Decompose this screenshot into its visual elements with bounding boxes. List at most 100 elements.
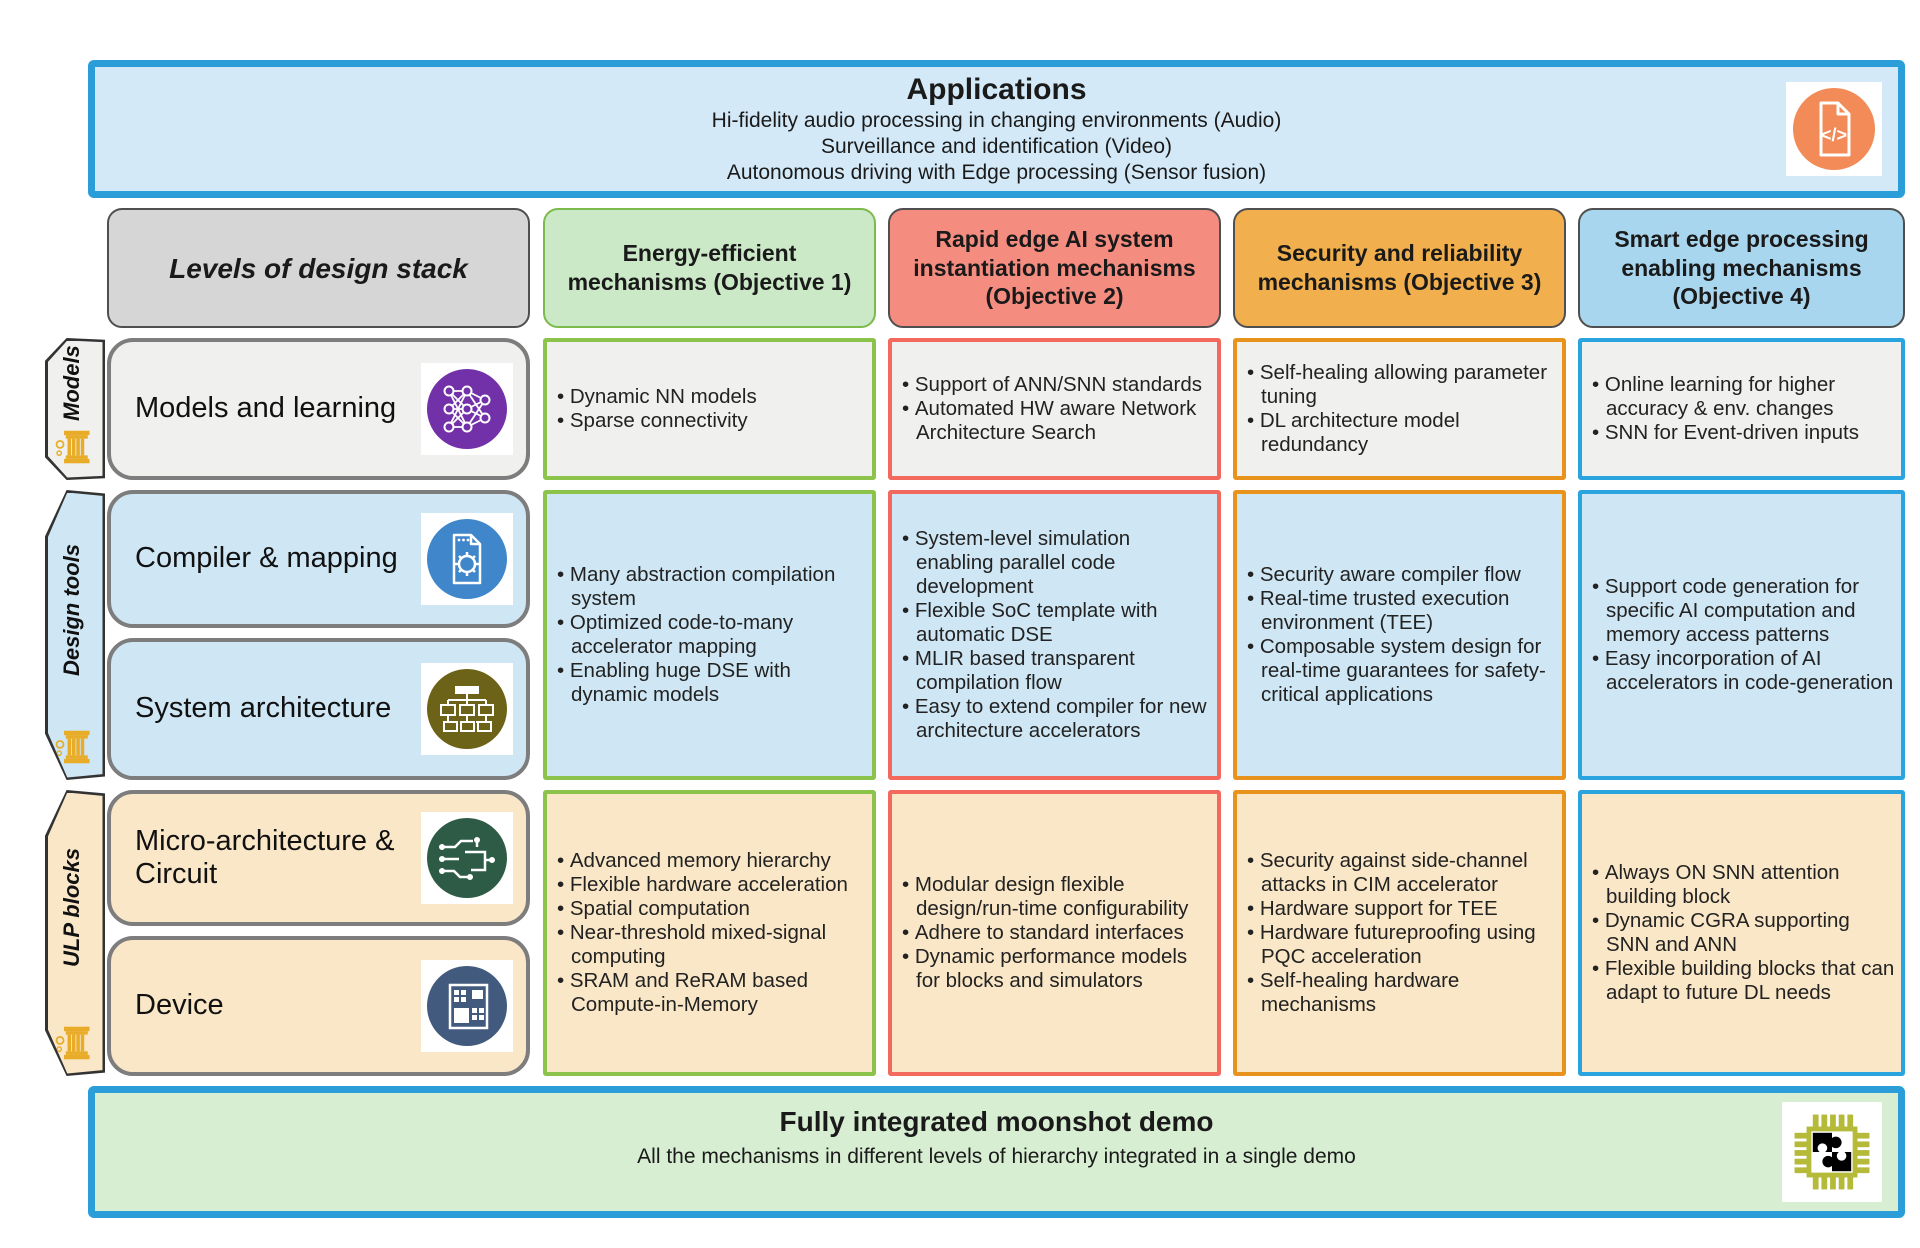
bullet-list: Security aware compiler flowReal-time tr… — [1247, 563, 1556, 707]
row-compiler-and-mapping: Compiler & mapping — [107, 490, 530, 628]
cell-models-objective2: Support of ANN/SNN standardsAutomated HW… — [888, 338, 1221, 480]
bullet-item: Optimized code-to-many accelerator mappi… — [557, 611, 866, 659]
cell-ulp-objective4: Always ON SNN attention building blockDy… — [1578, 790, 1905, 1076]
bullet-item: Flexible SoC template with automatic DSE — [902, 599, 1211, 647]
objective-2-header: Rapid edge AI system instantiation mecha… — [888, 208, 1221, 328]
bullet-item: Many abstraction compilation system — [557, 563, 866, 611]
cell-design-tools-objective3: Security aware compiler flowReal-time tr… — [1233, 490, 1566, 780]
bullet-item: Self-healing hardware mechanisms — [1247, 969, 1556, 1017]
bullet-item: MLIR based transparent compilation flow — [902, 647, 1211, 695]
bullet-item: Flexible hardware acceleration — [557, 873, 866, 897]
objective-4-header: Smart edge processing enabling mechanism… — [1578, 208, 1905, 328]
applications-banner: Applications Hi-fidelity audio processin… — [88, 60, 1905, 198]
objective-4-label: Smart edge processing enabling mechanism… — [1614, 225, 1869, 310]
bullet-item: Dynamic performance models for blocks an… — [902, 945, 1211, 993]
row-system-architecture: System architecture — [107, 638, 530, 780]
models-tab-label: Models — [59, 345, 84, 421]
bullet-list: Modular design flexible design/run-time … — [902, 873, 1211, 993]
bullet-item: Support of ANN/SNN standards — [902, 373, 1211, 397]
greek-column-icon — [55, 1026, 90, 1059]
bullet-item: Spatial computation — [557, 897, 866, 921]
bullet-item: Advanced memory hierarchy — [557, 849, 866, 873]
bullet-list: Always ON SNN attention building blockDy… — [1592, 861, 1895, 1005]
objective-1-header: Energy-efficient mechanisms (Objective 1… — [543, 208, 876, 328]
bullet-list: Self-healing allowing parameter tuningDL… — [1247, 361, 1556, 457]
bullet-item: Modular design flexible design/run-time … — [902, 873, 1211, 921]
applications-line: Hi-fidelity audio processing in changing… — [711, 109, 1282, 132]
design-tools-tab-label: Design tools — [59, 543, 84, 676]
bullet-item: Support code generation for specific AI … — [1592, 575, 1895, 647]
applications-title: Applications — [906, 73, 1087, 106]
moonshot-subtitle: All the mechanisms in different levels o… — [637, 1144, 1356, 1168]
row-label: Compiler & mapping — [135, 542, 398, 575]
bullet-item: Easy to extend compiler for new architec… — [902, 695, 1211, 743]
bullet-item: Dynamic CGRA supporting SNN and ANN — [1592, 909, 1895, 957]
bullet-item: Near-threshold mixed-signal computing — [557, 921, 866, 969]
cell-models-objective4: Online learning for higher accuracy & en… — [1578, 338, 1905, 480]
hierarchy-blocks-icon — [421, 663, 513, 755]
cell-ulp-objective1: Advanced memory hierarchyFlexible hardwa… — [543, 790, 876, 1076]
bullet-item: SNN for Event-driven inputs — [1592, 421, 1895, 445]
bullet-item: Hardware futureproofing using PQC accele… — [1247, 921, 1556, 969]
cell-models-objective1: Dynamic NN modelsSparse connectivity — [543, 338, 876, 480]
cell-design-tools-objective4: Support code generation for specific AI … — [1578, 490, 1905, 780]
code-document-icon: </> — [1786, 82, 1882, 176]
ulp-blocks-tab-label: ULP blocks — [59, 847, 84, 967]
row-device: Device — [107, 936, 530, 1076]
bullet-list: Dynamic NN modelsSparse connectivity — [557, 385, 757, 433]
bullet-item: Security aware compiler flow — [1247, 563, 1556, 587]
cell-ulp-objective3: Security against side-channel attacks in… — [1233, 790, 1566, 1076]
models-tab: Models — [45, 338, 105, 480]
ulp-blocks-tab: ULP blocks — [45, 790, 105, 1076]
levels-label: Levels of design stack — [169, 252, 468, 284]
cell-design-tools-objective1: Many abstraction compilation systemOptim… — [543, 490, 876, 780]
bullet-item: Security against side-channel attacks in… — [1247, 849, 1556, 897]
applications-line: Surveillance and identification (Video) — [821, 134, 1172, 158]
bullet-list: Support code generation for specific AI … — [1592, 575, 1895, 695]
svg-text:</>: </> — [1821, 125, 1847, 145]
levels-of-design-stack-header: Levels of design stack — [107, 208, 530, 328]
bullet-item: DL architecture model redundancy — [1247, 409, 1556, 457]
bullet-list: Online learning for higher accuracy & en… — [1592, 373, 1895, 445]
bullet-item: Adhere to standard interfaces — [902, 921, 1211, 945]
bullet-item: System-level simulation enabling paralle… — [902, 527, 1211, 599]
neural-network-icon — [421, 363, 513, 455]
bullet-list: System-level simulation enabling paralle… — [902, 527, 1211, 743]
greek-column-icon — [55, 430, 90, 463]
bullet-list: Security against side-channel attacks in… — [1247, 849, 1556, 1017]
bullet-item: Always ON SNN attention building block — [1592, 861, 1895, 909]
bullet-list: Support of ANN/SNN standardsAutomated HW… — [902, 373, 1211, 445]
bullet-item: Flexible building blocks that can adapt … — [1592, 957, 1895, 1005]
objective-1-label: Energy-efficient mechanisms (Objective 1… — [567, 240, 852, 295]
compiler-document-gear-icon — [421, 513, 513, 605]
bullet-item: Dynamic NN models — [557, 385, 757, 409]
objective-2-label: Rapid edge AI system instantiation mecha… — [913, 225, 1196, 310]
cell-design-tools-objective2: System-level simulation enabling paralle… — [888, 490, 1221, 780]
objective-3-label: Security and reliability mechanisms (Obj… — [1257, 240, 1542, 295]
row-label: Micro-architecture & Circuit — [135, 824, 395, 890]
chip-puzzle-icon — [1782, 1102, 1882, 1202]
row-models-and-learning: Models and learning — [107, 338, 530, 480]
bullet-item: Easy incorporation of AI accelerators in… — [1592, 647, 1895, 695]
bullet-item: Real-time trusted execution environment … — [1247, 587, 1556, 635]
bullet-item: Sparse connectivity — [557, 409, 757, 433]
bullet-item: SRAM and ReRAM based Compute-in-Memory — [557, 969, 866, 1017]
bullet-item: Online learning for higher accuracy & en… — [1592, 373, 1895, 421]
bullet-item: Composable system design for real-time g… — [1247, 635, 1556, 707]
bullet-item: Enabling huge DSE with dynamic models — [557, 659, 866, 707]
row-label: System architecture — [135, 692, 392, 725]
cell-models-objective3: Self-healing allowing parameter tuningDL… — [1233, 338, 1566, 480]
applications-line: Autonomous driving with Edge processing … — [726, 160, 1267, 184]
row-micro-architecture-and-circuit: Micro-architecture & Circuit — [107, 790, 530, 926]
objective-3-header: Security and reliability mechanisms (Obj… — [1233, 208, 1566, 328]
bullet-list: Advanced memory hierarchyFlexible hardwa… — [557, 849, 866, 1017]
moonshot-demo-banner: Fully integrated moonshot demo All the m… — [88, 1086, 1905, 1218]
bullet-item: Automated HW aware Network Architecture … — [902, 397, 1211, 445]
bullet-list: Many abstraction compilation systemOptim… — [557, 563, 866, 707]
circuit-traces-icon — [421, 812, 513, 904]
moonshot-title: Fully integrated moonshot demo — [779, 1106, 1214, 1137]
chip-floorplan-icon — [421, 960, 513, 1052]
bullet-item: Self-healing allowing parameter tuning — [1247, 361, 1556, 409]
row-label: Device — [135, 989, 224, 1022]
